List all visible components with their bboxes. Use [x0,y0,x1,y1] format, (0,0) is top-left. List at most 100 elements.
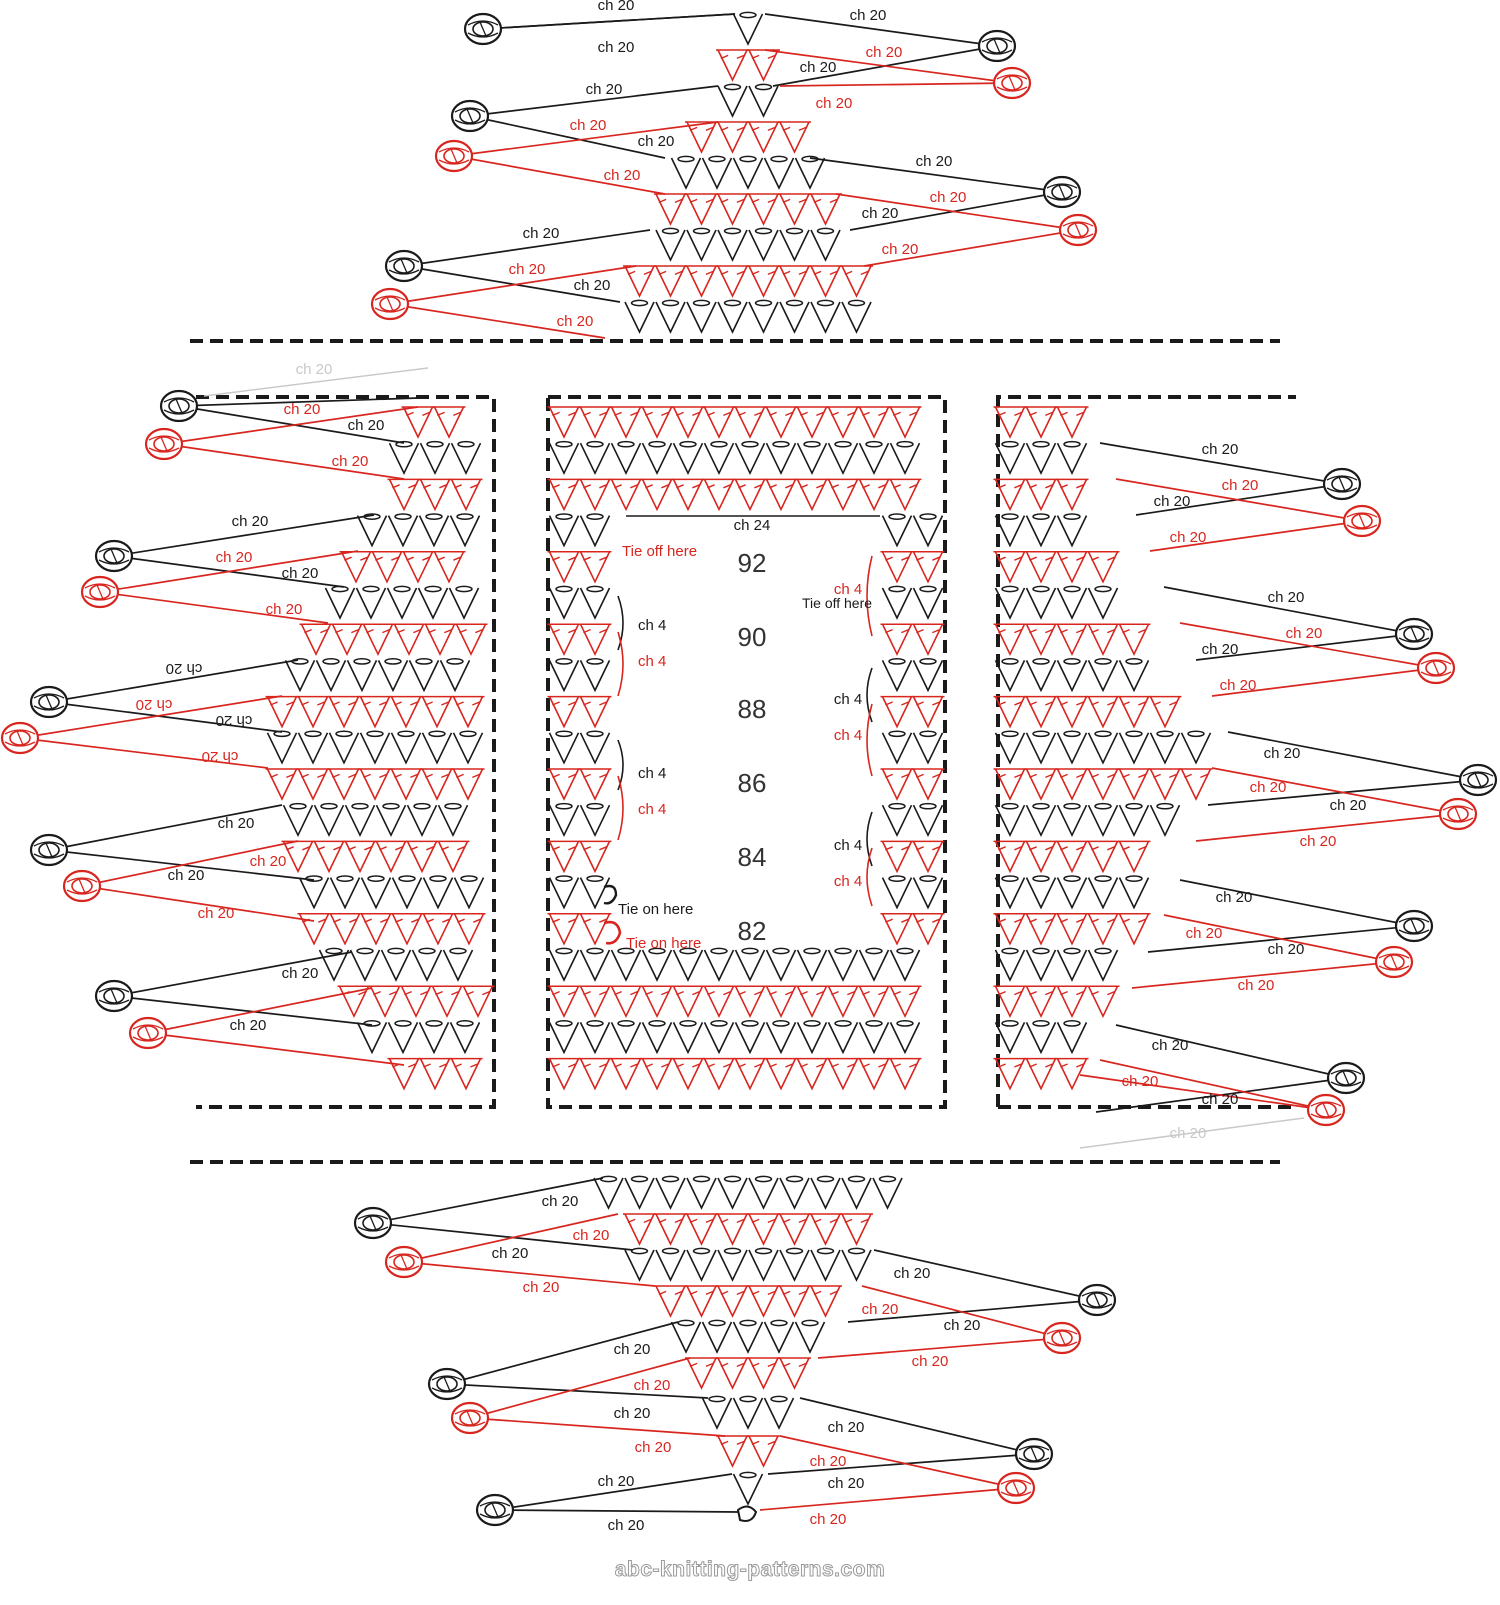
stitch-legs [779,193,810,226]
chain-label: ch 20 [598,0,635,14]
stitch-chain-oval [395,440,413,448]
stitch-chain-oval [692,1175,711,1183]
stitch-legs [462,985,494,1019]
stitch-symbol [889,1020,921,1055]
stitch-chain-oval [425,1020,443,1027]
stitch-legs [298,877,330,910]
stitch-symbol [888,1057,922,1091]
stitch-chain-oval [896,440,914,448]
stitch-slash [645,411,653,417]
chain-line [764,49,1013,84]
stitch-legs [717,121,748,154]
stitch-symbol [640,478,674,512]
stitch-legs [424,623,456,657]
stitch-symbol [795,406,829,439]
stitch-slash [568,990,576,996]
stitch-legs [734,479,766,512]
stitch-legs [748,1177,779,1210]
stitch-symbol [670,1319,702,1354]
stitch-slash [844,270,853,276]
stitch-symbol [778,193,811,226]
yarn-ball-icon [94,979,134,1013]
stitch-slash [909,1063,917,1068]
stitch-chain-oval [1063,440,1081,448]
stitch-chain-oval [424,585,442,593]
stitch-chain-oval [679,1020,697,1027]
stitch-symbol [547,840,581,874]
stitch-legs [734,1022,766,1055]
stitch-legs [641,1022,673,1055]
stitch-slash [998,556,1006,561]
stitch-legs [717,229,748,262]
stitch-legs [442,949,474,982]
stitch-symbol [375,802,407,838]
stitch-chain-oval [1063,513,1081,520]
stitch-symbol [578,1057,612,1091]
stitch-symbol [337,985,371,1019]
stitch-legs [297,768,329,801]
stitch-legs [703,985,735,1019]
stitch-slash [998,411,1006,417]
stitch-legs [732,1473,764,1506]
stitch-chain-oval [723,227,742,235]
chain-label-inverted: ch 20 [202,748,239,765]
yarn-ball-icon [1394,617,1434,651]
stitch-slash [348,701,356,706]
stitch-slash [661,484,669,489]
stitch-chain-oval [415,658,433,665]
stitch-slash [689,270,698,276]
stitch-symbol [298,875,330,910]
stitch-slash [767,270,776,276]
chain-label: ch 20 [1264,745,1301,762]
stitch-symbol [796,440,828,476]
stitch-legs [765,1022,797,1055]
stitch-slash [1076,918,1084,923]
stitch-symbol [411,947,443,982]
chain-line [389,303,606,339]
stitch-symbol [388,440,420,476]
chain-line [403,1213,619,1263]
stitch-legs [994,1022,1026,1055]
stitch-legs [641,442,673,476]
stitch-slash [916,773,924,779]
stitch-legs [912,768,944,801]
stitch-legs [994,442,1026,476]
stitch-slash [270,701,278,706]
stitch-symbol [355,585,387,620]
stitch-chain-oval [320,802,338,810]
stitch-slash [782,1218,791,1224]
stitch-symbol [1118,730,1150,765]
chain-line [759,1487,1017,1511]
yarn-ball-strands [148,435,180,453]
stitch-legs [371,551,403,584]
yarn-ball-icon [1416,651,1456,685]
stitch-legs [1025,696,1057,729]
stitch-symbol [747,1285,780,1318]
yarn-ball-core [1351,513,1373,529]
stitch-legs [889,406,921,439]
stitch-legs [298,913,330,946]
stitch-symbol [578,551,612,584]
stitch-chain-oval [459,730,477,738]
stitch-legs [763,1321,795,1354]
stitch-legs [701,1397,733,1430]
stitch-legs [328,696,360,729]
chain-line [873,1249,1098,1301]
stitch-legs [841,1249,872,1282]
stitch-symbol [349,947,381,982]
dashed-border [996,395,1296,1107]
stitch-legs [579,515,611,548]
stitch-legs [672,442,704,476]
stitch-legs [686,1249,717,1282]
stitch-symbol [548,585,580,620]
stitch-chain-oval [723,1247,742,1255]
stitch-chain-oval [384,658,402,665]
stitch-legs [763,157,795,190]
stitch-symbol [993,913,1027,946]
stitch-slash [389,990,397,996]
stitch-symbol [872,1175,903,1210]
stitch-chain-oval [1156,802,1174,810]
chain-label: ch 20 [198,905,235,922]
stitch-slash [1076,701,1084,706]
stitch-symbol [1149,802,1181,838]
